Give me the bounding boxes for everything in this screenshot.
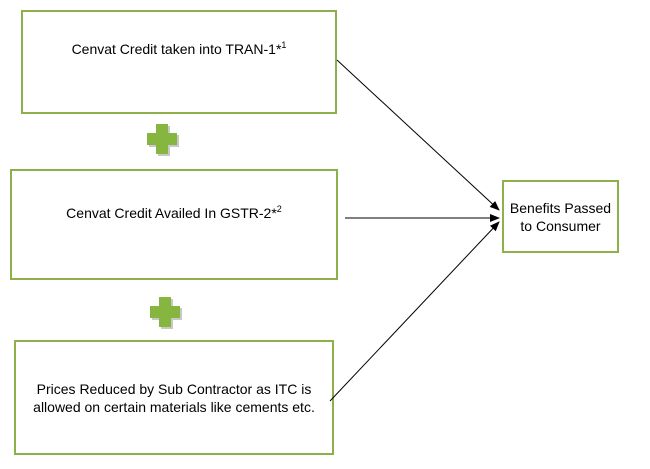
gstr2-credit-label: Cenvat Credit Availed In GSTR-2*2 — [66, 203, 282, 221]
benefits-box: Benefits Passed to Consumer — [502, 180, 619, 253]
arrow-prices-to-benefits — [329, 221, 500, 402]
plus-icon — [147, 124, 179, 156]
arrow-tran1-to-benefits — [336, 59, 500, 211]
price-reduction-box: Prices Reduced by Sub Contractor as ITC … — [14, 340, 334, 455]
benefits-label: Benefits Passed to Consumer — [509, 199, 612, 234]
plus-icon — [150, 297, 182, 329]
tran1-credit-label: Cenvat Credit taken into TRAN-1*1 — [71, 40, 287, 58]
gstr2-footnote-marker: 2 — [276, 203, 282, 214]
tran1-footnote-marker: 1 — [281, 40, 287, 50]
gstr2-credit-box: Cenvat Credit Availed In GSTR-2*2 — [10, 169, 338, 280]
price-reduction-label: Prices Reduced by Sub Contractor as ITC … — [33, 380, 315, 415]
tran1-credit-box: Cenvat Credit taken into TRAN-1*1 — [21, 10, 337, 114]
